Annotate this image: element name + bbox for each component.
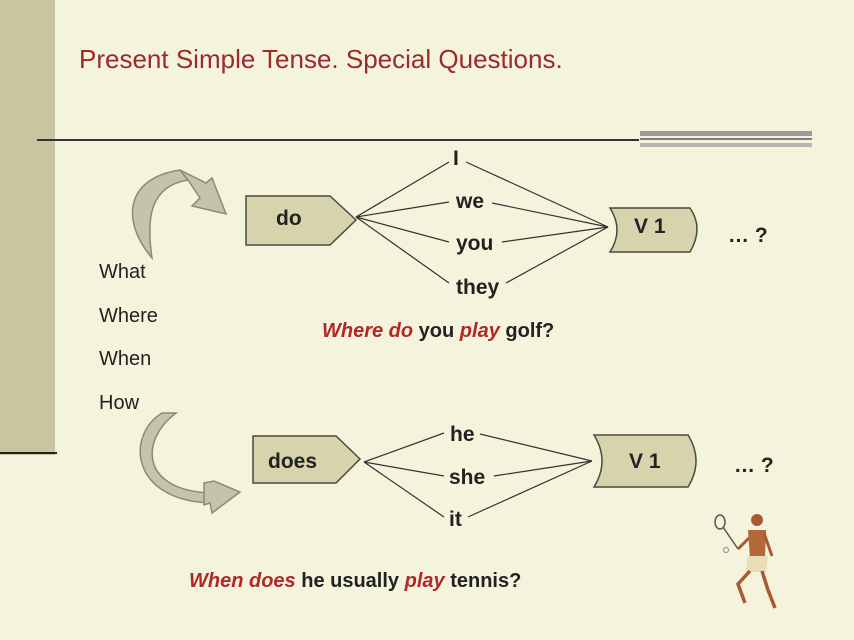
auxiliary-does-box (252, 435, 362, 484)
decorative-bar-mid (640, 138, 812, 140)
pronoun: I (453, 147, 459, 170)
decorative-bar-bottom (640, 143, 812, 147)
example-highlight: Where do (322, 320, 414, 342)
example-highlight: play (459, 320, 500, 342)
example-text: he usually (295, 570, 405, 592)
auxiliary-do-box (245, 195, 358, 246)
pronoun: it (449, 508, 462, 531)
example-text: tennis? (444, 570, 522, 592)
pronoun: she (449, 466, 486, 489)
tennis-player-illustration (714, 514, 777, 609)
question-word: Where (99, 305, 158, 327)
example-highlight: play (404, 570, 445, 592)
verb-label: V 1 (629, 450, 661, 473)
pronoun: they (456, 276, 500, 299)
verb-box-2 (592, 434, 697, 488)
question-word: What (99, 261, 146, 283)
verb-box-1 (608, 207, 698, 253)
sidebar-divider (0, 452, 57, 454)
question-word: When (99, 348, 152, 370)
question-word: How (99, 392, 140, 414)
connector-lines-2 (363, 432, 593, 518)
auxiliary-label: do (276, 207, 302, 230)
curved-arrow-icon (131, 169, 228, 261)
question-ending: … ? (728, 224, 768, 247)
example-text: you (413, 320, 460, 342)
example-text: golf? (499, 320, 555, 342)
pronoun: he (450, 423, 475, 446)
decorative-bar-top (640, 131, 812, 136)
pronoun: we (456, 190, 485, 213)
connector-lines-1 (355, 161, 609, 284)
example-sentence-2: When does he usually play tennis? (189, 570, 521, 593)
title-rule (37, 139, 639, 141)
curved-arrow-icon (139, 412, 242, 515)
auxiliary-label: does (268, 450, 318, 473)
verb-label: V 1 (634, 215, 666, 238)
sidebar-band (0, 0, 55, 455)
example-highlight: When does (189, 570, 296, 592)
slide-title: Present Simple Tense. Special Questions. (79, 44, 563, 74)
question-ending: … ? (734, 454, 774, 477)
example-sentence-1: Where do you play golf? (322, 320, 554, 343)
pronoun: you (456, 232, 494, 255)
